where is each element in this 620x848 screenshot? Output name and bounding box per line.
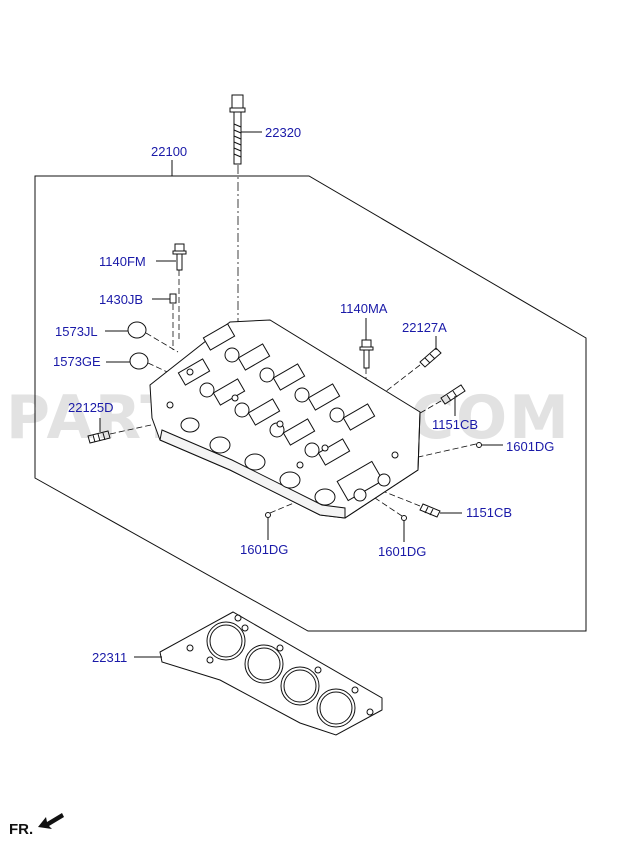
part-label-22311[interactable]: 22311: [92, 650, 128, 665]
part-label-1430jb[interactable]: 1430JB: [99, 292, 144, 307]
stud-22125d: [87, 430, 111, 444]
plug-1573ge: [129, 352, 149, 370]
head-gasket: [159, 611, 383, 736]
cylinder-head: [149, 319, 421, 519]
dowel-1430jb: [169, 293, 177, 304]
part-label-1140fm[interactable]: 1140FM: [99, 254, 146, 269]
head-bolt: [229, 94, 246, 165]
part-label-1573jl[interactable]: 1573JL: [55, 324, 98, 339]
bolt-1140ma: [359, 339, 374, 369]
part-label-1573ge[interactable]: 1573GE: [53, 354, 101, 369]
pin-1601dg-left: [265, 512, 271, 518]
stud-1151cb-upper: [440, 384, 466, 405]
plug-1573jl: [127, 321, 147, 339]
stud-1151cb-lower: [419, 503, 441, 518]
part-label-22100[interactable]: 22100: [151, 144, 188, 159]
front-direction-label: FR.: [9, 821, 34, 838]
part-label-22125d[interactable]: 22125D: [68, 400, 114, 415]
part-label-1140ma[interactable]: 1140MA: [340, 301, 388, 316]
pin-1601dg-bottom: [401, 515, 407, 521]
pin-1601dg-right: [476, 442, 482, 448]
bolt-1140fm: [172, 243, 187, 271]
part-label-1151cb-lower[interactable]: 1151CB: [466, 505, 513, 520]
part-label-1601dg-bottom[interactable]: 1601DG: [378, 544, 427, 559]
part-label-1601dg-left[interactable]: 1601DG: [240, 542, 289, 557]
part-label-22320[interactable]: 22320: [265, 125, 302, 140]
front-direction-arrow-icon: [38, 813, 64, 829]
part-label-22127a[interactable]: 22127A: [402, 320, 447, 335]
part-label-1601dg-right[interactable]: 1601DG: [506, 439, 555, 454]
part-label-1151cb-upper[interactable]: 1151CB: [432, 417, 479, 432]
assembly-frame: [34, 175, 587, 632]
stud-22127a: [419, 347, 442, 368]
